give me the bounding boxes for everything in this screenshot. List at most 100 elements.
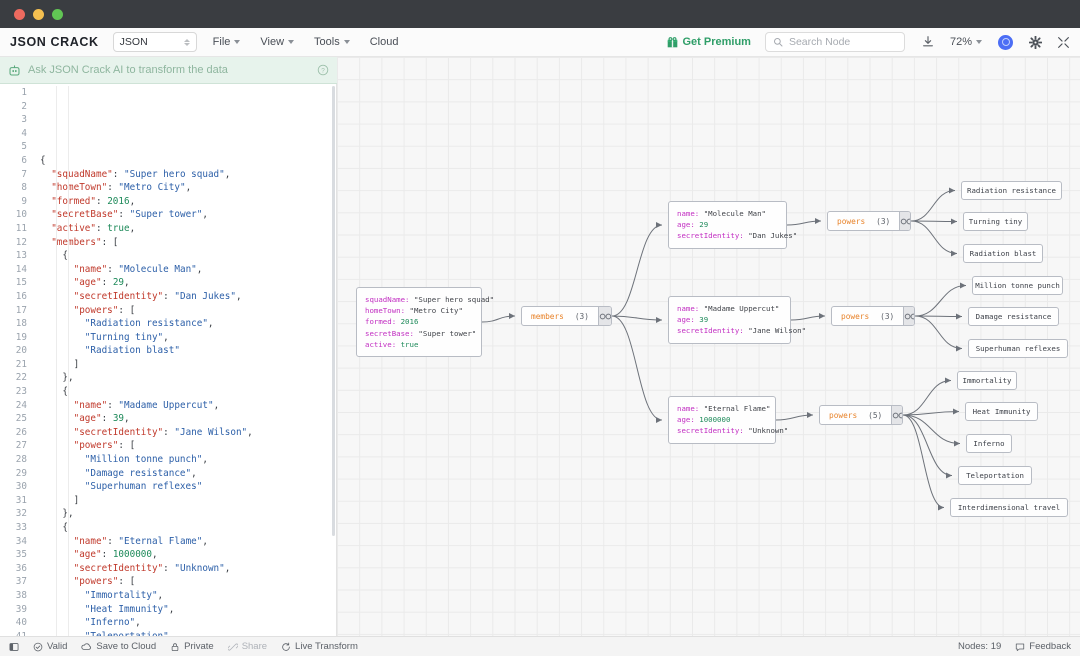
- editor-line: "Superhuman reflexes": [40, 480, 336, 494]
- gear-icon[interactable]: [1029, 36, 1042, 49]
- node-property-value: "Jane Wilson": [748, 326, 806, 335]
- link-icon: [599, 313, 612, 320]
- maximize-window-button[interactable]: [52, 9, 63, 20]
- nodes-count: Nodes: 19: [958, 641, 1001, 652]
- power-leaf-node-6[interactable]: Immortality: [957, 371, 1017, 390]
- search-node-input[interactable]: Search Node: [765, 32, 905, 52]
- powers-array-node-1[interactable]: powers(3): [831, 306, 915, 326]
- editor-line: "Damage resistance",: [40, 467, 336, 481]
- privacy-toggle[interactable]: Private: [170, 641, 214, 652]
- close-window-button[interactable]: [14, 9, 25, 20]
- svg-text:?: ?: [321, 68, 325, 75]
- menu-file[interactable]: File: [213, 36, 241, 48]
- share-button[interactable]: Share: [228, 641, 267, 652]
- power-leaf-node-2[interactable]: Radiation blast: [963, 244, 1043, 263]
- graph-edge: [776, 415, 813, 420]
- ai-prompt-bar[interactable]: Ask JSON Crack AI to transform the data …: [0, 57, 337, 84]
- editor-line-number: 7: [0, 168, 27, 182]
- array-node-count: (3): [876, 217, 890, 226]
- editor-scrollbar[interactable]: [331, 84, 336, 636]
- status-valid-label: Valid: [47, 641, 67, 652]
- window-title-bar: [0, 0, 1080, 28]
- download-icon[interactable]: [921, 35, 935, 49]
- node-property-key: name:: [677, 304, 704, 313]
- node-property-key: name:: [677, 209, 704, 218]
- graph-canvas[interactable]: squadName: "Super hero squad"homeTown: "…: [337, 57, 1080, 636]
- zoom-level-select[interactable]: 72%: [950, 36, 982, 48]
- editor-line: "Turning tiny",: [40, 331, 336, 345]
- help-circle-icon[interactable]: ?: [317, 64, 329, 76]
- get-premium-button[interactable]: Get Premium: [667, 36, 751, 48]
- editor-line-number: 40: [0, 616, 27, 630]
- fullscreen-icon[interactable]: [1057, 36, 1070, 49]
- power-leaf-node-4[interactable]: Damage resistance: [968, 307, 1059, 326]
- feedback-icon: [1015, 642, 1025, 652]
- minimize-window-button[interactable]: [33, 9, 44, 20]
- members-array-node[interactable]: members(3): [521, 306, 612, 326]
- power-leaf-node-5[interactable]: Superhuman reflexes: [968, 339, 1068, 358]
- editor-line-number: 2: [0, 100, 27, 114]
- editor-line: "secretBase": "Super tower",: [40, 208, 336, 222]
- power-leaf-node-7[interactable]: Heat Immunity: [965, 402, 1038, 421]
- graph-edge: [903, 415, 960, 444]
- graph-edge: [903, 381, 951, 416]
- array-node-key: powers: [837, 217, 865, 226]
- node-property-value: "Molecule Man": [704, 209, 766, 218]
- menu-tools[interactable]: Tools: [314, 36, 350, 48]
- power-leaf-node-8[interactable]: Inferno: [966, 434, 1012, 453]
- account-icon[interactable]: [998, 35, 1013, 50]
- node-property: secretIdentity: "Jane Wilson": [677, 325, 782, 336]
- expand-collapse-button[interactable]: [899, 212, 911, 230]
- powers-array-node-2[interactable]: powers(5): [819, 405, 903, 425]
- leaf-node-label: Inferno: [973, 439, 1004, 448]
- power-leaf-node-0[interactable]: Radiation resistance: [961, 181, 1062, 200]
- editor-line-number: 21: [0, 358, 27, 372]
- power-leaf-node-9[interactable]: Teleportation: [958, 466, 1032, 485]
- leaf-node-label: Heat Immunity: [973, 407, 1031, 416]
- editor-code-area[interactable]: { "squadName": "Super hero squad", "home…: [34, 84, 336, 636]
- menu-tools-label: Tools: [314, 36, 340, 48]
- power-leaf-node-1[interactable]: Turning tiny: [963, 212, 1028, 231]
- menu-view[interactable]: View: [260, 36, 294, 48]
- editor-line-number: 16: [0, 290, 27, 304]
- node-property-key: secretIdentity:: [677, 231, 748, 240]
- editor-line: "members": [: [40, 236, 336, 250]
- json-editor[interactable]: 1234567891011121314151617181920212223242…: [0, 84, 337, 636]
- editor-line-number: 36: [0, 562, 27, 576]
- editor-line-number: 5: [0, 140, 27, 154]
- feedback-button[interactable]: Feedback: [1015, 641, 1071, 652]
- live-transform-toggle[interactable]: Live Transform: [281, 641, 358, 652]
- editor-line-numbers: 1234567891011121314151617181920212223242…: [0, 84, 34, 636]
- power-leaf-node-10[interactable]: Interdimensional travel: [950, 498, 1068, 517]
- powers-array-node-0[interactable]: powers (3): [827, 211, 911, 231]
- share-icon: [228, 642, 238, 652]
- menu-cloud[interactable]: Cloud: [370, 36, 399, 48]
- node-property-key: name:: [677, 404, 704, 413]
- panel-icon: [9, 642, 19, 652]
- editor-scrollbar-thumb[interactable]: [332, 86, 335, 536]
- member-object-node-1[interactable]: name: "Madame Uppercut"age: 39secretIden…: [668, 296, 791, 344]
- array-node-label: members(3): [522, 307, 598, 325]
- editor-line-number: 3: [0, 113, 27, 127]
- editor-line-number: 22: [0, 371, 27, 385]
- editor-line-number: 30: [0, 480, 27, 494]
- member-object-node-2[interactable]: name: "Eternal Flame"age: 1000000secretI…: [668, 396, 776, 444]
- root-object-node[interactable]: squadName: "Super hero squad"homeTown: "…: [356, 287, 482, 357]
- editor-line-number: 26: [0, 426, 27, 440]
- node-property: age: 1000000: [677, 414, 767, 425]
- status-valid[interactable]: Valid: [33, 641, 67, 652]
- editor-panel-toggle[interactable]: [9, 642, 19, 652]
- editor-line: "powers": [: [40, 439, 336, 453]
- menu-file-label: File: [213, 36, 231, 48]
- leaf-node-label: Superhuman reflexes: [976, 344, 1061, 353]
- expand-collapse-button[interactable]: [903, 307, 915, 325]
- power-leaf-node-3[interactable]: Million tonne punch: [972, 276, 1063, 295]
- ai-prompt-placeholder: Ask JSON Crack AI to transform the data: [28, 64, 310, 76]
- expand-collapse-button[interactable]: [891, 406, 903, 424]
- save-to-cloud-button[interactable]: Save to Cloud: [81, 641, 156, 652]
- member-object-node-0[interactable]: name: "Molecule Man"age: 29secretIdentit…: [668, 201, 787, 249]
- link-icon: [904, 313, 915, 320]
- format-select[interactable]: JSON: [113, 32, 197, 52]
- expand-collapse-button[interactable]: [598, 307, 612, 325]
- node-property-key: squadName:: [365, 295, 414, 304]
